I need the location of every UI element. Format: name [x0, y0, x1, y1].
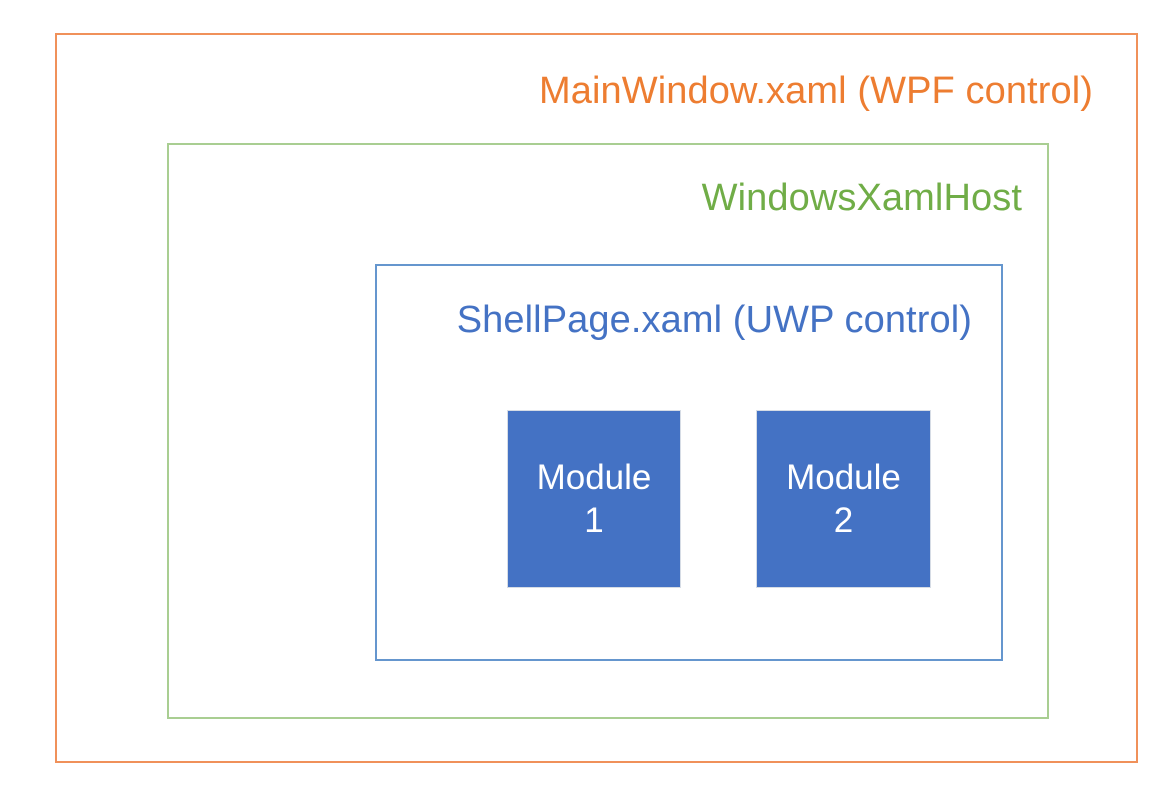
windowsxamlhost-container: WindowsXamlHost ShellPage.xaml (UWP cont…: [167, 143, 1049, 719]
shellpage-container: ShellPage.xaml (UWP control) Module 1 Mo…: [375, 264, 1003, 661]
module-2-number: 2: [833, 501, 854, 540]
module-1-name: Module: [536, 458, 652, 497]
mainwindow-label: MainWindow.xaml (WPF control): [538, 70, 1093, 112]
module-box-2: Module 2: [756, 410, 931, 588]
module-1-number: 1: [584, 501, 604, 540]
mainwindow-container: MainWindow.xaml (WPF control) WindowsXam…: [55, 33, 1138, 763]
shellpage-label: ShellPage.xaml (UWP control): [456, 299, 972, 341]
module-2-name: Module: [786, 458, 901, 497]
module-box-1: Module 1: [507, 410, 681, 588]
windowsxamlhost-label: WindowsXamlHost: [701, 177, 1022, 219]
